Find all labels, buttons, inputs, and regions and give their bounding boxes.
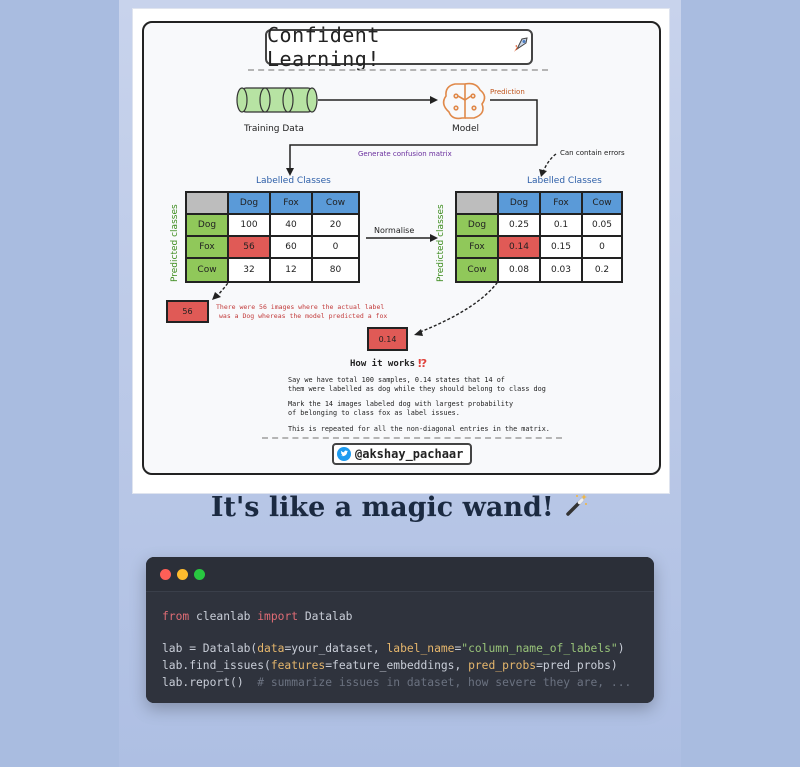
row-header-dog: Dog bbox=[185, 213, 229, 237]
code-token: label_name bbox=[386, 642, 455, 655]
magic-wand-icon bbox=[563, 492, 589, 525]
matrix-cell-highlight: 56 bbox=[227, 235, 271, 259]
code-token: data bbox=[257, 642, 285, 655]
col-header-cow: Cow bbox=[311, 191, 360, 215]
code-token: =pred_probs) bbox=[536, 659, 618, 672]
model-brain-icon bbox=[442, 82, 486, 120]
window-minimize-dot[interactable] bbox=[177, 569, 188, 580]
generate-confusion-label: Generate confusion matrix bbox=[358, 150, 452, 158]
exclamation-question-icon: ⁉ bbox=[418, 357, 428, 370]
window-maximize-dot[interactable] bbox=[194, 569, 205, 580]
rocket-icon bbox=[511, 35, 531, 59]
matrix-cell: 80 bbox=[311, 257, 360, 283]
code-token: ) bbox=[617, 642, 625, 655]
explain-paragraph-1: Say we have total 100 samples, 0.14 stat… bbox=[288, 376, 546, 394]
code-titlebar bbox=[146, 557, 654, 592]
highlight-prob-box: 0.14 bbox=[367, 327, 408, 351]
matrix-cell: 32 bbox=[227, 257, 271, 283]
prediction-label: Prediction bbox=[490, 88, 525, 96]
normalise-label: Normalise bbox=[374, 226, 415, 235]
divider-bottom bbox=[262, 437, 562, 439]
col-header-fox: Fox bbox=[539, 191, 583, 215]
code-line-datalab: lab = Datalab(data=your_dataset, label_n… bbox=[162, 642, 625, 655]
author-handle[interactable]: @akshay_pachaar bbox=[332, 443, 472, 465]
divider-top bbox=[248, 69, 548, 71]
row-header-dog: Dog bbox=[455, 213, 499, 237]
matrix-cell: 0.05 bbox=[581, 213, 623, 237]
code-token: lab.find_issues( bbox=[162, 659, 271, 672]
explain-2b: of belonging to class fox as label issue… bbox=[288, 409, 460, 417]
matrix-cell: 60 bbox=[269, 235, 313, 259]
can-contain-errors-label: Can contain errors bbox=[560, 149, 625, 157]
code-token: from bbox=[162, 610, 190, 623]
labelled-classes-label-right: Labelled Classes bbox=[527, 176, 602, 186]
row-header-cow: Cow bbox=[455, 257, 499, 283]
matrix-cell: 0.15 bbox=[539, 235, 583, 259]
how-it-works-label: How it works bbox=[350, 358, 416, 369]
code-token: cleanlab bbox=[189, 610, 258, 623]
training-data-label: Training Data bbox=[244, 124, 304, 134]
col-header-fox: Fox bbox=[269, 191, 313, 215]
explain-2a: Mark the 14 images labeled dog with larg… bbox=[288, 400, 514, 408]
col-header-dog: Dog bbox=[227, 191, 271, 215]
count-note-line1: There were 56 images where the actual la… bbox=[216, 303, 385, 311]
matrix-cell: 20 bbox=[311, 213, 360, 237]
explain-1a: Say we have total 100 samples, 0.14 stat… bbox=[288, 376, 505, 384]
code-token: import bbox=[257, 610, 299, 623]
row-header-cow: Cow bbox=[185, 257, 229, 283]
matrix-cell: 0.1 bbox=[539, 213, 583, 237]
code-line-report: lab.report() # summarize issues in datas… bbox=[162, 676, 631, 689]
code-token: features bbox=[270, 659, 326, 672]
code-token: lab = Datalab( bbox=[162, 642, 258, 655]
code-token: = bbox=[454, 642, 462, 655]
tagline-text: It's like a magic wand! bbox=[210, 492, 554, 523]
code-token: Datalab bbox=[298, 610, 353, 623]
col-header-cow: Cow bbox=[581, 191, 623, 215]
matrix-cell: 0.2 bbox=[581, 257, 623, 283]
code-line-find-issues: lab.find_issues(features=feature_embeddi… bbox=[162, 659, 618, 672]
matrix-cell: 0 bbox=[311, 235, 360, 259]
matrix-cell-highlight: 0.14 bbox=[497, 235, 541, 259]
code-line-import: from cleanlab import Datalab bbox=[162, 610, 352, 623]
diagram-title-box: Confident Learning! bbox=[265, 23, 533, 71]
explain-paragraph-3: This is repeated for all the non-diagona… bbox=[288, 425, 550, 433]
code-token: =feature_embeddings, bbox=[325, 659, 469, 672]
window-close-dot[interactable] bbox=[160, 569, 171, 580]
matrix-cell: 100 bbox=[227, 213, 271, 237]
matrix-cell: 0.03 bbox=[539, 257, 583, 283]
how-it-works-heading: How it works ⁉ bbox=[350, 357, 427, 370]
explain-paragraph-2: Mark the 14 images labeled dog with larg… bbox=[288, 400, 513, 418]
code-body: from cleanlab import Datalab lab = Datal… bbox=[146, 592, 654, 703]
row-header-fox: Fox bbox=[455, 235, 499, 259]
model-label: Model bbox=[452, 124, 480, 134]
handle-text: @akshay_pachaar bbox=[355, 447, 464, 461]
highlight-count-box: 56 bbox=[166, 300, 209, 323]
matrix-cell: 0 bbox=[581, 235, 623, 259]
row-header-fox: Fox bbox=[185, 235, 229, 259]
matrix-cell: 0.25 bbox=[497, 213, 541, 237]
twitter-bird-icon bbox=[337, 447, 351, 461]
training-data-icon bbox=[236, 87, 318, 113]
matrix-corner bbox=[455, 191, 499, 215]
predicted-classes-label-right: Predicted classes bbox=[436, 204, 446, 282]
matrix-corner bbox=[185, 191, 229, 215]
count-note-line2: was a Dog whereas the model predicted a … bbox=[219, 312, 388, 320]
matrix-cell: 40 bbox=[269, 213, 313, 237]
code-token: "column_name_of_labels" bbox=[461, 642, 618, 655]
explain-1b: them were labelled as dog while they sho… bbox=[288, 385, 546, 393]
count-note: There were 56 images where the actual la… bbox=[216, 303, 387, 321]
tagline: It's like a magic wand! bbox=[119, 492, 681, 525]
predicted-classes-label-left: Predicted classes bbox=[170, 204, 180, 282]
matrix-cell: 0.08 bbox=[497, 257, 541, 283]
code-window: from cleanlab import Datalab lab = Datal… bbox=[146, 557, 654, 703]
labelled-classes-label-left: Labelled Classes bbox=[256, 176, 331, 186]
code-token: lab.report() bbox=[162, 676, 258, 689]
col-header-dog: Dog bbox=[497, 191, 541, 215]
matrix-cell: 12 bbox=[269, 257, 313, 283]
code-token: # summarize issues in dataset, how sever… bbox=[257, 676, 632, 689]
code-token: =your_dataset, bbox=[284, 642, 387, 655]
code-token: pred_probs bbox=[468, 659, 537, 672]
diagram-title: Confident Learning! bbox=[267, 23, 380, 71]
